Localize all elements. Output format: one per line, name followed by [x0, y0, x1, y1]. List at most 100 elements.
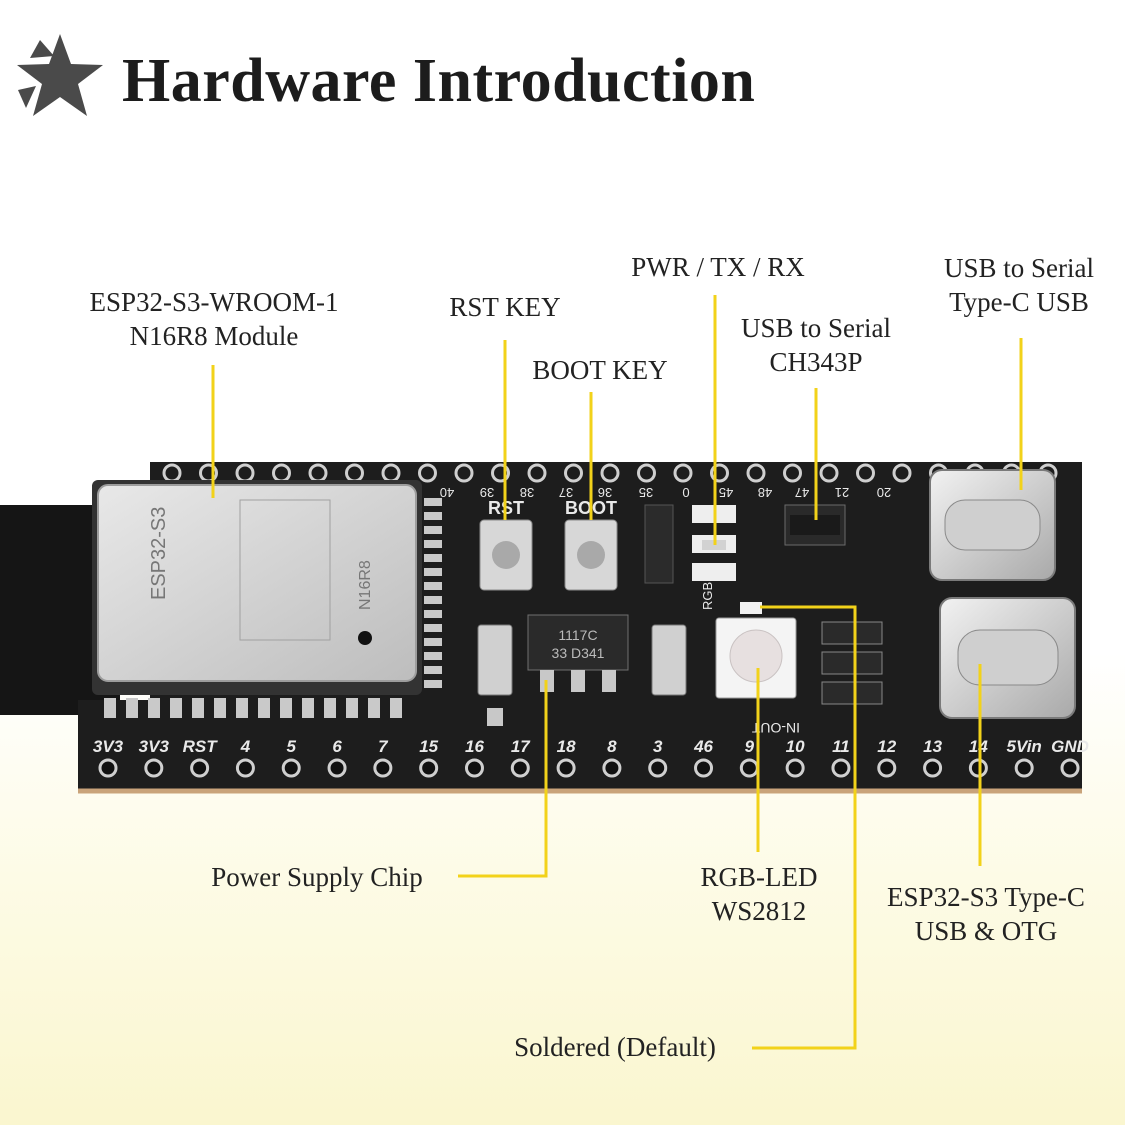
bottom-pin-hole	[694, 758, 714, 778]
bottom-pin-label: 3V3	[93, 737, 124, 756]
callout-usb-serial-chip-line1: USB to Serial	[740, 313, 891, 343]
power-supply-chip: 1117C 33 D341	[527, 614, 629, 692]
module-pad	[424, 512, 442, 520]
callout-otg-port-line1: ESP32-S3 Type-C	[887, 882, 1085, 912]
module-pad	[424, 680, 442, 688]
usb-serial-typec-port[interactable]	[929, 469, 1056, 581]
top-pin-hole	[892, 463, 912, 483]
bottom-pin-hole	[281, 758, 301, 778]
bottom-pin-hole	[464, 758, 484, 778]
callout-power-chip: Power Supply Chip	[194, 860, 440, 894]
top-pin-hole	[564, 463, 583, 483]
bottom-pin-hole	[923, 758, 943, 778]
bottom-pin-label: 12	[877, 737, 896, 756]
bottom-pin-label: GND	[1051, 737, 1089, 756]
bottom-pin-hole	[602, 758, 622, 778]
bottom-pin-hole	[1060, 758, 1080, 778]
bottom-pin-hole	[1014, 758, 1034, 778]
module-marking-variant: N16R8	[357, 560, 374, 610]
callout-module-line1: ESP32-S3-WROOM-1	[89, 287, 339, 317]
bottom-pin-label: 5	[287, 737, 297, 756]
callout-usb-serial-chip-line2: CH343P	[769, 347, 863, 377]
module-pad	[424, 498, 442, 506]
bottom-pin-hole	[831, 758, 851, 778]
bottom-pin-hole	[190, 758, 210, 778]
callout-boot-key-text: BOOT KEY	[532, 355, 668, 385]
rst-button[interactable]: RST	[479, 498, 533, 591]
callout-rgb-led-line2: WS2812	[711, 896, 807, 926]
callout-soldered: Soldered (Default)	[496, 1030, 734, 1064]
module-pad	[390, 698, 402, 718]
top-pin-label: 40	[440, 485, 454, 500]
top-pin-hole	[527, 463, 547, 483]
bottom-pin-hole	[739, 758, 759, 778]
leader-lines	[211, 295, 1023, 1050]
ch343p-chip	[784, 504, 846, 546]
boot-button[interactable]: BOOT	[564, 498, 618, 591]
callout-rst-key-text: RST KEY	[449, 292, 561, 322]
module-pad	[214, 698, 226, 718]
callout-rgb-led-line1: RGB-LED	[700, 862, 818, 892]
bottom-pin-label: 16	[465, 737, 484, 756]
module-pad	[424, 568, 442, 576]
top-pin-label: 0	[682, 485, 689, 500]
module-pad	[302, 698, 314, 718]
top-pin-hole	[637, 463, 656, 483]
bottom-pin-label: 15	[419, 737, 438, 756]
bottom-pin-hole	[327, 758, 347, 778]
module-pad	[104, 698, 116, 718]
bottom-pin-hole	[98, 758, 118, 778]
callout-usb-serial-port-line1: USB to Serial	[943, 253, 1094, 283]
top-pin-label: 38	[520, 485, 534, 500]
top-pin-label: 45	[719, 485, 733, 500]
module-pad	[258, 698, 270, 718]
module-pad	[170, 698, 182, 718]
bottom-pin-label: 4	[240, 737, 251, 756]
top-pin-label: 47	[795, 485, 809, 500]
bottom-pin-label: 11	[832, 737, 850, 756]
bottom-pin-hole	[419, 758, 439, 778]
bottom-pin-label: 6	[332, 737, 342, 756]
callout-boot-key: BOOT KEY	[522, 353, 678, 387]
module-pad	[324, 698, 336, 718]
module-pad	[126, 698, 138, 718]
top-pin-label: 20	[877, 485, 891, 500]
top-pin-hole	[746, 463, 766, 483]
bottom-pin-hole	[144, 758, 164, 778]
bottom-pin-label: 17	[511, 737, 531, 756]
top-pin-hole	[454, 463, 474, 483]
callout-usb-serial-port: USB to Serial Type-C USB	[930, 251, 1108, 319]
callout-module-line2: N16R8 Module	[129, 321, 299, 351]
bottom-pin-label: 7	[378, 737, 389, 756]
callout-otg-port-line2: USB & OTG	[914, 916, 1058, 946]
module-pad	[424, 526, 442, 534]
top-pin-hole	[819, 463, 839, 483]
bottom-pin-label: 18	[557, 737, 576, 756]
bottom-pin-hole	[648, 758, 668, 778]
callout-usb-serial-port-line2: Type-C USB	[949, 287, 1089, 317]
bottom-pin-hole	[235, 758, 255, 778]
star-icon	[17, 34, 103, 116]
regulator-marking-1: 1117C	[558, 627, 597, 643]
module-pad	[424, 554, 442, 562]
bottom-pin-label: 8	[607, 737, 617, 756]
regulator-marking-2: 33 D341	[552, 645, 605, 661]
top-pin-label: 39	[480, 485, 494, 500]
rgb-silkscreen: RGB	[700, 582, 715, 610]
top-pin-hole	[418, 463, 437, 483]
module-pad	[424, 666, 442, 674]
top-pin-hole	[673, 463, 693, 483]
callout-rgb-led: RGB-LED WS2812	[688, 860, 830, 928]
top-pin-label: 36	[598, 485, 612, 500]
callout-usb-serial-chip: USB to Serial CH343P	[728, 311, 904, 379]
bottom-pin-hole	[373, 758, 393, 778]
callout-module: ESP32-S3-WROOM-1 N16R8 Module	[74, 285, 354, 353]
otg-typec-port[interactable]	[939, 597, 1076, 719]
bottom-pin-label: 9	[745, 737, 755, 756]
bottom-pin-label: 13	[923, 737, 942, 756]
bottom-pin-label: 46	[693, 737, 713, 756]
bottom-pin-hole	[877, 758, 897, 778]
module-pad	[424, 540, 442, 548]
